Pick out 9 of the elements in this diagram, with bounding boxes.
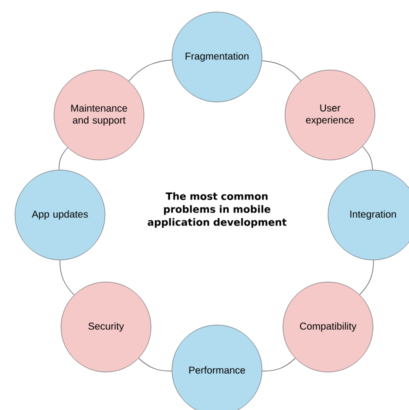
connector-arc	[262, 60, 302, 81]
connector-arc	[58, 147, 68, 170]
connector-arc	[359, 260, 374, 295]
connector-arc	[138, 358, 172, 372]
connector-arc	[362, 146, 373, 170]
center-title: The most common problems in mobile application development	[148, 192, 286, 228]
connector-arc	[128, 60, 172, 82]
connector-arc	[262, 358, 296, 372]
connector-arc	[60, 260, 74, 296]
